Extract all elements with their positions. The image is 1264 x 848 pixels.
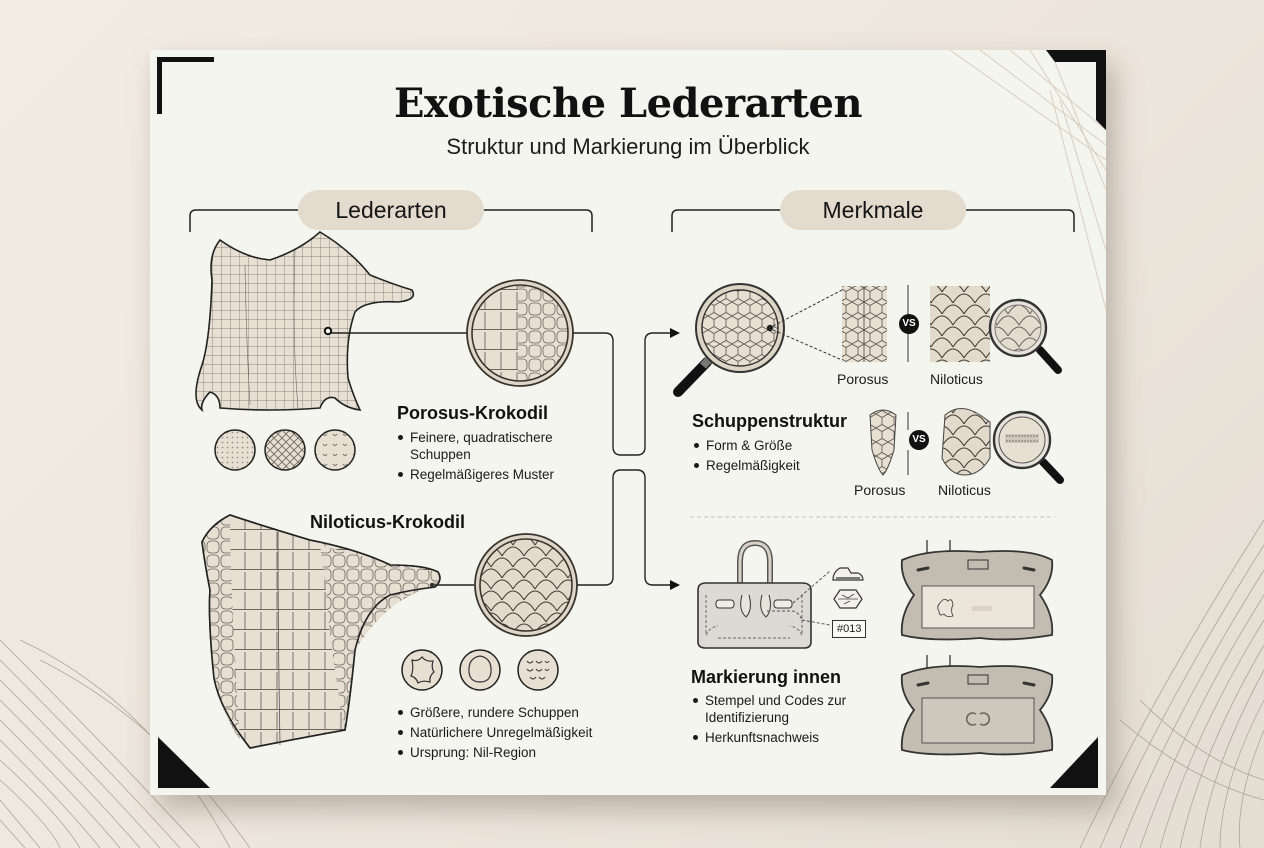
caption-niloticus-bottom: Niloticus xyxy=(938,482,991,498)
page-title: Exotische Lederarten xyxy=(393,80,863,127)
interior-marking-bullets: Stempel und Codes zur Identifizierung He… xyxy=(691,692,876,749)
interior-marking-bullet: Stempel und Codes zur Identifizierung xyxy=(691,692,876,726)
caption-niloticus-top: Niloticus xyxy=(930,371,983,387)
scale-structure-bullet: Regelmäßigkeit xyxy=(692,457,832,474)
section-brackets xyxy=(189,209,1075,232)
diagram-artwork xyxy=(195,231,1064,756)
magnifier-niloticus-bottom xyxy=(992,410,1064,484)
niloticus-bullet: Ursprung: Nil-Region xyxy=(396,744,626,761)
swatch-fine-dots xyxy=(214,429,256,471)
vs-badge-bottom: VS xyxy=(909,430,929,450)
magnifier-niloticus-top xyxy=(988,298,1062,374)
swatch-v-marks xyxy=(314,429,356,471)
corner-top-right xyxy=(1046,50,1106,130)
porosus-hide-illustration xyxy=(195,231,415,413)
section-label-lederarten: Lederarten xyxy=(298,190,484,230)
porosus-scale-tip xyxy=(869,409,897,476)
connector-bottom xyxy=(577,469,670,586)
porosus-bullets: Feinere, quadratischere Schuppen Regelmä… xyxy=(396,429,571,486)
niloticus-bullets: Größere, rundere Schuppen Natürlichere U… xyxy=(396,704,626,764)
infographic-card: Exotische Lederarten Struktur und Markie… xyxy=(150,50,1106,795)
serial-code-tag: #013 xyxy=(832,620,867,638)
swatch-crosshatch xyxy=(264,429,306,471)
swatch-rounded-shape xyxy=(459,649,501,691)
niloticus-bullet: Natürlichere Unregelmäßigkeit xyxy=(396,724,626,741)
scale-structure-title: Schuppenstruktur xyxy=(692,411,848,431)
open-bag-interior-cc-logo xyxy=(900,655,1054,756)
caption-porosus-top: Porosus xyxy=(837,371,889,387)
stamp-icon-1 xyxy=(832,567,864,581)
corner-bottom-left xyxy=(158,737,210,788)
card-decoration xyxy=(157,50,1106,788)
swatch-scale-marks xyxy=(517,649,559,691)
niloticus-detail-lens xyxy=(474,533,578,637)
niloticus-title: Niloticus-Krokodil xyxy=(310,512,466,532)
porosus-title: Porosus-Krokodil xyxy=(397,403,549,423)
scale-structure-bullets: Form & Größe Regelmäßigkeit xyxy=(692,437,832,477)
interior-marking-title: Markierung innen xyxy=(691,667,842,687)
niloticus-bullet: Größere, rundere Schuppen xyxy=(396,704,626,721)
vs-badge-top: VS xyxy=(899,314,919,334)
niloticus-scale-strip xyxy=(930,286,990,362)
handbag-illustration xyxy=(697,539,812,649)
connector-top xyxy=(573,332,670,456)
scale-structure-bullet: Form & Größe xyxy=(692,437,832,454)
niloticus-scale-tip xyxy=(941,408,991,476)
interior-marking-bullet: Herkunftsnachweis xyxy=(691,729,876,746)
porosus-bullet: Regelmäßigeres Muster xyxy=(396,466,571,483)
porosus-detail-lens xyxy=(466,279,574,387)
magnifier-porosus xyxy=(673,283,785,397)
open-bag-interior-leather-stamp xyxy=(900,540,1054,641)
porosus-scale-strip xyxy=(842,286,887,362)
section-label-merkmale: Merkmale xyxy=(780,190,966,230)
caption-porosus-bottom: Porosus xyxy=(854,482,906,498)
porosus-bullet: Feinere, quadratischere Schuppen xyxy=(396,429,571,463)
swatch-star-shape xyxy=(401,649,443,691)
page-subtitle: Struktur und Markierung im Überblick xyxy=(446,134,810,159)
corner-bottom-right xyxy=(1050,737,1098,788)
